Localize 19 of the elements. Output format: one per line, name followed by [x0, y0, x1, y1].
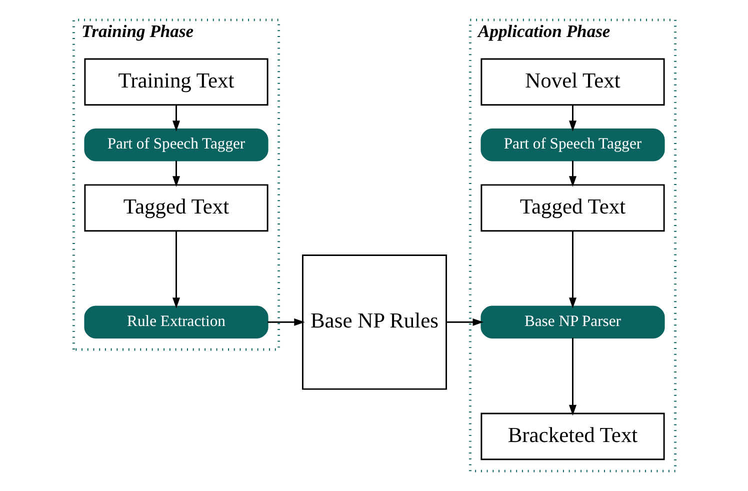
arrow [267, 318, 304, 326]
arrow [568, 231, 576, 308]
node-box: Base NP Rules [302, 254, 446, 390]
node-box: Novel Text [480, 58, 664, 106]
node-box: Bracketed Text [480, 412, 664, 460]
node-box: Base NP Parser [480, 306, 664, 339]
node-box: Tagged Text [84, 184, 268, 232]
arrow [446, 318, 483, 326]
arrow [568, 338, 576, 416]
arrow [568, 104, 576, 132]
arrow [568, 160, 576, 187]
node-box: Training Text [84, 58, 268, 106]
arrow [172, 104, 180, 132]
node-box: Part of Speech Tagger [84, 128, 268, 162]
node-box: Part of Speech Tagger [480, 128, 664, 162]
node-box: Rule Extraction [84, 306, 268, 339]
arrow [172, 231, 180, 308]
arrow [172, 160, 180, 187]
node-box: Tagged Text [480, 184, 664, 232]
